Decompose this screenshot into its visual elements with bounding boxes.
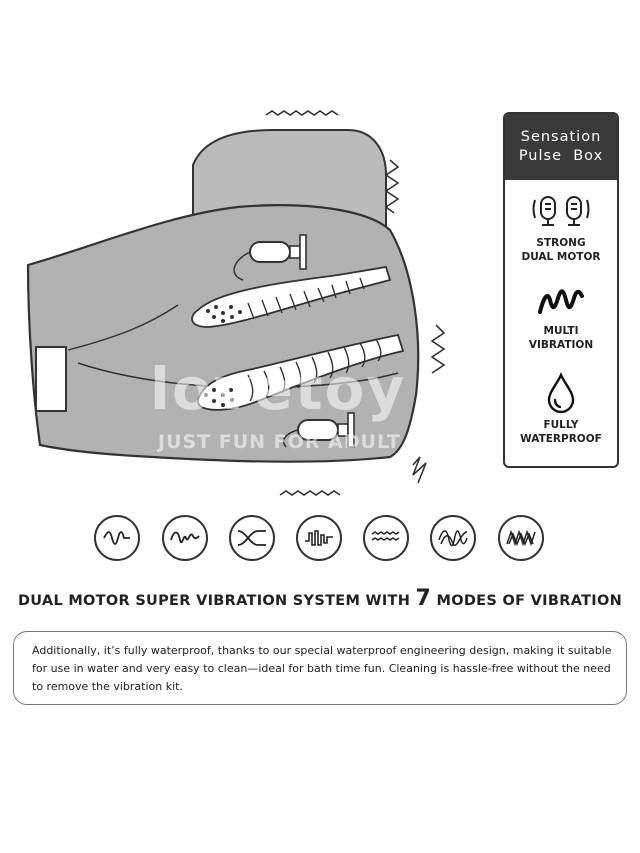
feature-multi-vibration-line2: VIBRATION bbox=[528, 339, 594, 351]
feature-box-title-line2: Pulse Box bbox=[518, 148, 604, 164]
mode-2-wave-icon bbox=[162, 515, 208, 561]
feature-waterproof-line1: FULLY bbox=[543, 419, 579, 431]
upper-canal bbox=[191, 265, 392, 328]
top-bullet-motor bbox=[233, 234, 307, 281]
feature-box-header: Sensation Pulse Box bbox=[505, 114, 617, 180]
mode-3-wave-icon bbox=[229, 515, 275, 561]
feature-waterproof: FULLY WATERPROOF bbox=[505, 372, 617, 446]
water-drop-icon bbox=[547, 372, 575, 414]
lower-canal bbox=[197, 333, 405, 411]
vibration-lines bbox=[265, 110, 446, 496]
vibration-wave-icon bbox=[538, 289, 584, 314]
feature-dual-motor: STRONG DUAL MOTOR bbox=[505, 194, 617, 264]
description-text: Additionally, it’s fully waterproof, tha… bbox=[32, 644, 612, 693]
mode-4-wave-icon bbox=[296, 515, 342, 561]
mode-1-wave-icon bbox=[94, 515, 140, 561]
feature-dual-motor-line1: STRONG bbox=[536, 237, 586, 249]
description-box: Additionally, it’s fully waterproof, tha… bbox=[13, 631, 627, 705]
product-illustration bbox=[18, 95, 448, 505]
feature-dual-motor-line2: DUAL MOTOR bbox=[521, 251, 601, 263]
headline: DUAL MOTOR SUPER VIBRATION SYSTEM WITH 7… bbox=[0, 586, 640, 611]
headline-part-1: DUAL MOTOR SUPER VIBRATION SYSTEM WITH bbox=[17, 593, 416, 609]
feature-waterproof-line2: WATERPROOF bbox=[520, 433, 602, 445]
bottom-bullet-motor bbox=[282, 412, 355, 448]
headline-mode-count: 7 bbox=[415, 586, 432, 611]
dual-motor-icon bbox=[532, 196, 590, 226]
vibration-modes bbox=[94, 515, 550, 563]
mode-6-wave-icon bbox=[430, 515, 476, 561]
feature-box-title-line1: Sensation bbox=[520, 129, 602, 145]
feature-multi-vibration-line1: MULTI bbox=[543, 325, 579, 337]
sensation-pulse-box: Sensation Pulse Box STRONG DUAL MOTOR MU… bbox=[503, 112, 619, 468]
mode-5-wave-icon bbox=[363, 515, 409, 561]
headline-part-2: MODES OF VIBRATION bbox=[431, 593, 623, 609]
mode-7-wave-icon bbox=[498, 515, 544, 561]
feature-multi-vibration: MULTI VIBRATION bbox=[505, 286, 617, 352]
